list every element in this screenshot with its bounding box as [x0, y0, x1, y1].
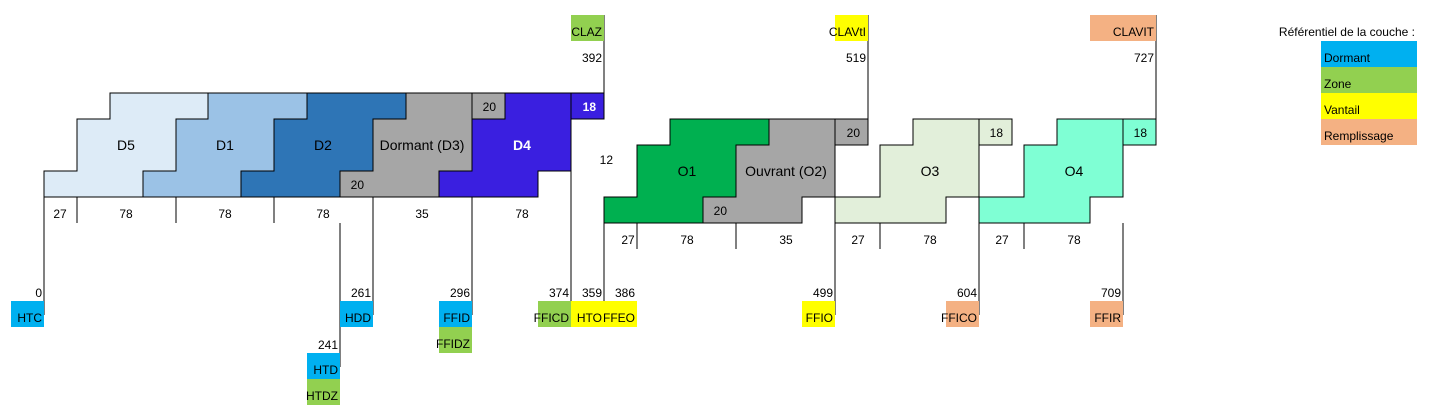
zone-label-d4: D4: [513, 137, 531, 153]
zone-label-o1: O1: [678, 163, 697, 179]
ref-label-ffir: FFIR: [1094, 311, 1121, 325]
ref-box-hdd: [340, 301, 373, 327]
dimension-right-3: 35: [779, 233, 793, 247]
ref-value-htd: 241: [318, 338, 338, 352]
dimension-right-5: 78: [923, 233, 937, 247]
cell-o2-bottom: 20: [714, 204, 728, 218]
ref-value-hto: 359: [582, 286, 602, 300]
ref-label-ffid: FFID: [443, 311, 470, 325]
ref-value-ffio: 499: [813, 286, 833, 300]
zone-label-o4: O4: [1065, 163, 1084, 179]
ref-label-clavit: CLAVIT: [1113, 25, 1155, 39]
ref-label-htc: HTC: [17, 311, 42, 325]
ref-value-htc: 0: [35, 286, 42, 300]
ref-value-ffir: 709: [1101, 286, 1121, 300]
ref-value-ffico: 604: [957, 286, 977, 300]
dimension-left-6: 78: [515, 207, 529, 221]
zone-label-d1: D1: [216, 137, 234, 153]
ref-label-clavti: CLAVtI: [829, 25, 866, 39]
legend: Référentiel de la couche : Dormant Zone …: [1279, 25, 1417, 145]
ref-box-ffidz: [439, 327, 472, 353]
ref-box-claz: [571, 15, 604, 41]
ref-label-ffico: FFICO: [941, 311, 977, 325]
ref-label-claz: CLAZ: [571, 25, 602, 39]
dormant-profiles: [43, 92, 605, 198]
legend-title: Référentiel de la couche :: [1279, 25, 1415, 39]
zone-o3: [834, 118, 1013, 224]
ref-label-hto: HTO: [577, 311, 602, 325]
legend-label-vantail: Vantail: [1324, 103, 1360, 117]
legend-label-dormant: Dormant: [1324, 51, 1371, 65]
legend-swatch-zone: [1321, 67, 1417, 93]
ref-box-clavti: [835, 15, 868, 41]
dimension-left-2: 78: [119, 207, 133, 221]
ref-box-htc: [11, 301, 44, 327]
ref-value-ffid: 296: [450, 286, 470, 300]
legend-label-zone: Zone: [1324, 77, 1352, 91]
legend-swatch-dormant: [1321, 41, 1417, 67]
ref-box-hto: [571, 301, 604, 327]
cell-o3-top: 18: [990, 126, 1004, 140]
ref-label-ffio: FFIO: [806, 311, 833, 325]
zone-label-o2: Ouvrant (O2): [745, 163, 827, 179]
zone-label-d5: D5: [117, 137, 135, 153]
ref-label-fficd: FFICD: [534, 311, 570, 325]
dimension-left-3: 78: [218, 207, 232, 221]
ref-box-ffir: [1090, 301, 1123, 327]
cell-d2-bottom: 20: [351, 178, 365, 192]
dimension-left-4: 78: [316, 207, 330, 221]
cell-gap: 12: [600, 153, 614, 167]
cell-o2-top: 20: [847, 126, 861, 140]
ref-label-hdd: HDD: [345, 311, 371, 325]
dimension-left-1: 27: [53, 207, 67, 221]
cell-o4-top: 18: [1134, 126, 1148, 140]
zone-label-d2: D2: [314, 137, 332, 153]
dimension-right-6: 27: [995, 233, 1009, 247]
ref-box-ffeo: [604, 301, 637, 327]
legend-swatch-vantail: [1321, 93, 1417, 119]
ref-box-ffid: [439, 301, 472, 327]
ref-label-htdz: HTDZ: [306, 389, 338, 403]
ref-label-htd: HTD: [313, 363, 338, 377]
dimension-right-4: 27: [851, 233, 865, 247]
dimension-right-2: 78: [680, 233, 694, 247]
dimension-right-7: 78: [1067, 233, 1081, 247]
ref-box-htd: [307, 353, 340, 379]
legend-swatch-remplissage: [1321, 119, 1417, 145]
ref-box-ffico: [946, 301, 979, 327]
ref-value-ffeo: 386: [615, 286, 635, 300]
cell-d3-top: 20: [483, 100, 497, 114]
ref-box-ffio: [802, 301, 835, 327]
ref-box-fficd: [538, 301, 571, 327]
ref-label-ffeo: FFEO: [603, 311, 635, 325]
cell-d4-top: 18: [583, 100, 597, 114]
ref-box-htdz: [307, 379, 340, 405]
ref-value-clavit: 727: [1134, 51, 1154, 65]
ref-box-clavit: [1090, 15, 1156, 41]
ref-value-claz: 392: [582, 51, 602, 65]
dimension-left-5: 35: [415, 207, 429, 221]
dimension-right-1: 27: [621, 233, 635, 247]
ref-label-ffidz: FFIDZ: [436, 337, 470, 351]
ref-value-clavti: 519: [846, 51, 866, 65]
cell-dividers: [340, 93, 1124, 198]
zone-label-d3: Dormant (D3): [380, 137, 465, 153]
ref-value-hdd: 261: [351, 286, 371, 300]
legend-label-remplissage: Remplissage: [1324, 129, 1394, 143]
zone-o2: [702, 118, 869, 224]
zone-label-o3: O3: [921, 163, 940, 179]
zone-o4: [978, 118, 1157, 224]
ref-value-fficd: 374: [549, 286, 569, 300]
